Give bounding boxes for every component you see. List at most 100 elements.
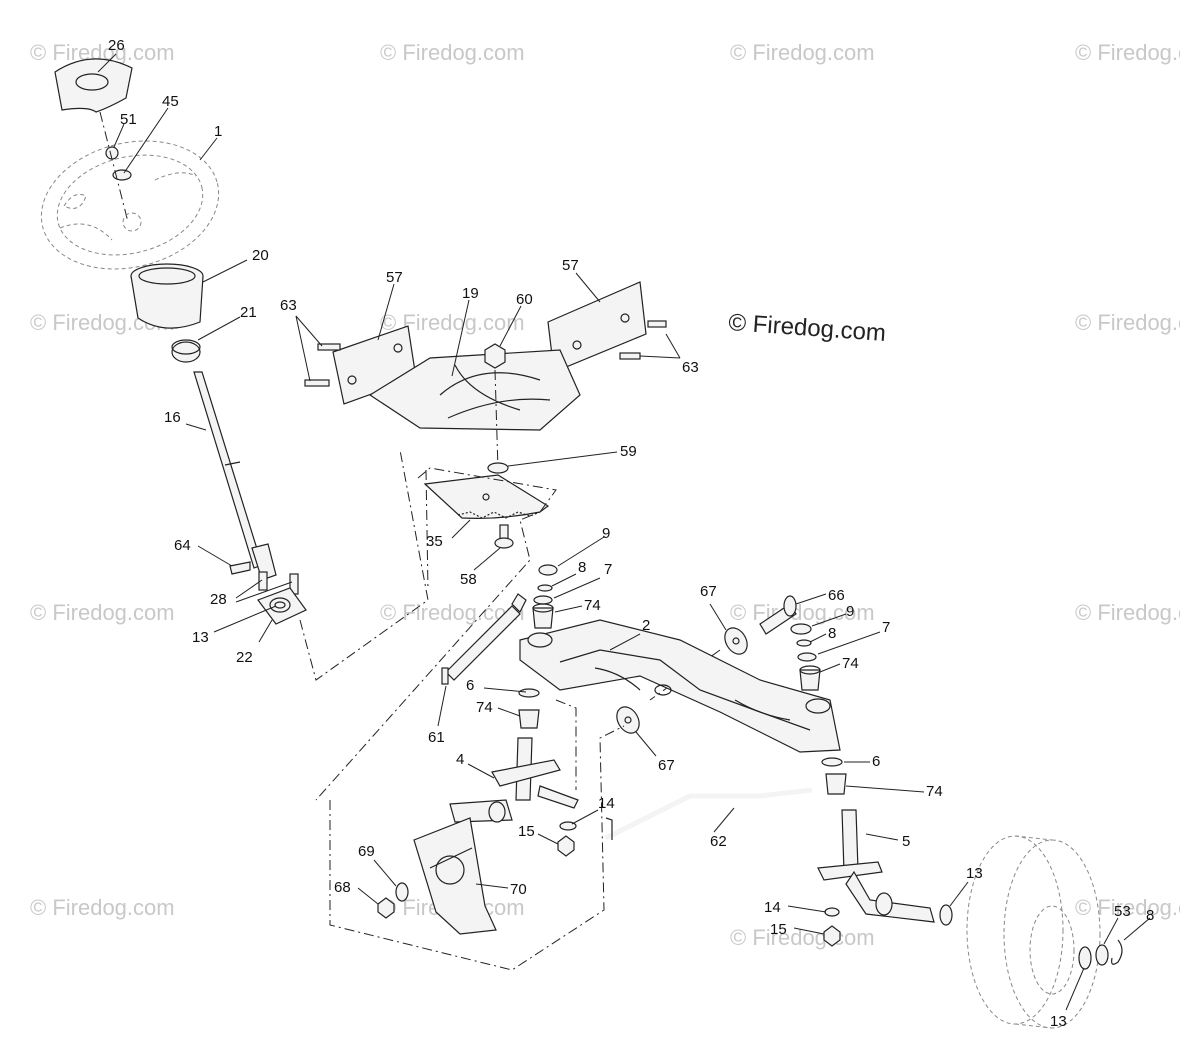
callout-label: 9 [602, 525, 610, 542]
leader-lines [97, 53, 1151, 1011]
washer-part [487, 462, 509, 474]
watermark: © Firedog.com [30, 600, 175, 625]
callout-label: 20 [252, 247, 269, 264]
pivot-bolt [759, 595, 797, 635]
callout-label: 57 [386, 269, 403, 286]
washer-part [939, 904, 953, 926]
washer-part [112, 169, 132, 181]
retaining-clip [1111, 939, 1123, 965]
steering-column-cover [130, 263, 204, 329]
callout-label: 13 [966, 865, 983, 882]
bolt-part [494, 524, 514, 549]
callout-label: 74 [926, 783, 943, 800]
nut-part [377, 897, 395, 919]
washer-part [1095, 944, 1109, 966]
callout-label: 28 [210, 591, 227, 608]
axle-bushing-lower-left [518, 688, 540, 729]
watermark: © Firedog.com [730, 600, 875, 625]
callout-label: 15 [518, 823, 535, 840]
callout-label: 8 [828, 625, 836, 642]
assembly-axis-line [99, 111, 129, 223]
bushing-part [171, 339, 201, 363]
watermark: © Firedog.com [1075, 895, 1180, 920]
washer-part [1078, 946, 1092, 970]
brand-text: © Firedog.com [728, 309, 887, 347]
callout-label: 69 [358, 843, 375, 860]
watermark-layer: © Firedog.com © Firedog.com © Firedog.co… [30, 40, 1180, 950]
callout-label: 59 [620, 443, 637, 460]
callout-label: 13 [192, 629, 209, 646]
watermark: © Firedog.com [380, 40, 525, 65]
drag-link [604, 787, 813, 841]
callout-label: 4 [456, 751, 464, 768]
callout-label: 68 [334, 879, 351, 896]
callout-label: 53 [1114, 903, 1131, 920]
nut-part [557, 835, 575, 857]
front-wheel [966, 835, 1101, 1029]
callout-label: 63 [682, 359, 699, 376]
callout-label: 21 [240, 304, 257, 321]
spindle-right [817, 809, 935, 923]
watermark: © Firedog.com [30, 895, 175, 920]
callout-label: 64 [174, 537, 191, 554]
axle-bushing-stack-right [790, 623, 821, 691]
watermark: © Firedog.com [1075, 310, 1180, 335]
callout-label: 1 [214, 123, 222, 140]
assembly-axis-line [494, 369, 499, 471]
callout-label: 60 [516, 291, 533, 308]
callout-label: 13 [1050, 1013, 1067, 1030]
callout-label: 7 [882, 619, 890, 636]
axle-bushing-lower-right [821, 757, 847, 795]
sector-gear [423, 474, 550, 519]
watermark: © Firedog.com [730, 925, 875, 950]
callout-labels: 26 45 51 1 20 21 16 64 28 13 22 63 57 19… [108, 37, 1154, 1030]
watermark: © Firedog.com [1075, 40, 1180, 65]
callout-label: 57 [562, 257, 579, 274]
washer-part [824, 907, 840, 917]
assembly-axis-line [315, 467, 557, 801]
callout-label: 74 [842, 655, 859, 672]
spacer-washer [724, 627, 748, 655]
steering-shaft [193, 371, 277, 581]
watermark: © Firedog.com [730, 40, 875, 65]
spring-pin-part [229, 561, 251, 575]
front-axle [519, 619, 841, 753]
callout-label: 61 [428, 729, 445, 746]
tie-rod-end [441, 593, 527, 685]
support-plate [368, 349, 581, 431]
spindle-left [449, 737, 579, 823]
steering-wheel [40, 140, 220, 270]
mounting-plate [413, 817, 497, 935]
nut-part [484, 343, 506, 369]
callout-label: 63 [280, 297, 297, 314]
callout-label: 67 [658, 757, 675, 774]
assembly-axis-line [425, 469, 429, 591]
assembly-axis-line [555, 699, 577, 790]
callout-label: 22 [236, 649, 253, 666]
callout-label: 15 [770, 921, 787, 938]
callout-label: 45 [162, 93, 179, 110]
callout-label: 16 [164, 409, 181, 426]
assembly-axis-line [299, 449, 429, 681]
steering-wheel-cap [54, 58, 133, 113]
callout-label: 35 [426, 533, 443, 550]
callout-label: 67 [700, 583, 717, 600]
watermark: © Firedog.com [1075, 600, 1180, 625]
callout-label: 6 [872, 753, 880, 770]
callout-label: 8 [1146, 907, 1154, 924]
callout-label: 74 [476, 699, 493, 716]
callout-label: 2 [642, 617, 650, 634]
washer-part [395, 882, 409, 902]
callout-label: 26 [108, 37, 125, 54]
callout-label: 6 [466, 677, 474, 694]
callout-label: 51 [120, 111, 137, 128]
spacer-washer [616, 706, 640, 734]
flange-plate [257, 587, 307, 625]
callout-label: 8 [578, 559, 586, 576]
callout-label: 14 [764, 899, 781, 916]
callout-label: 70 [510, 881, 527, 898]
callout-label: 19 [462, 285, 479, 302]
callout-label: 9 [846, 603, 854, 620]
